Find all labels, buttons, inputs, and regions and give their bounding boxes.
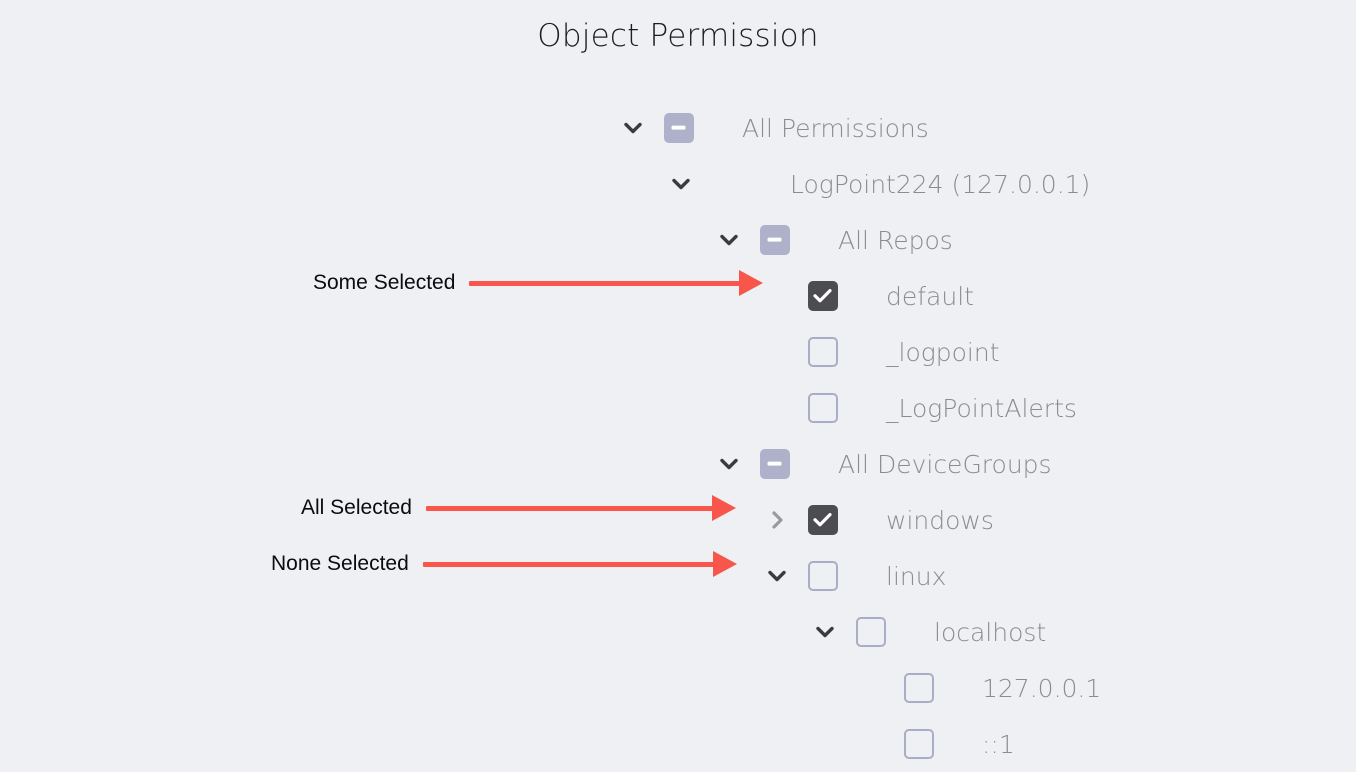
tree-row: _LogPointAlerts bbox=[0, 380, 1356, 436]
annotation-arrow-icon bbox=[422, 551, 737, 577]
checkbox-indeterminate-all-repos[interactable] bbox=[760, 225, 790, 255]
tree-row: All Repos bbox=[0, 212, 1356, 268]
arrow-head bbox=[711, 495, 736, 521]
tree-node-label: _LogPointAlerts bbox=[886, 393, 1077, 423]
annotation-label: None Selected bbox=[271, 552, 409, 575]
arrow-shaft bbox=[422, 561, 715, 567]
tree-node-logpoint224[interactable]: LogPoint224 (127.0.0.1) bbox=[664, 167, 1090, 201]
tree-node-ipv4[interactable]: 127.0.0.1 bbox=[856, 671, 1101, 705]
toggle-spacer bbox=[760, 335, 794, 369]
annotation-arrow-icon bbox=[425, 495, 736, 521]
tree-node-label: windows bbox=[886, 505, 994, 535]
arrow-shaft bbox=[425, 505, 714, 511]
tree-node-logpointalerts-repo[interactable]: _LogPointAlerts bbox=[760, 391, 1077, 425]
tree-row: default bbox=[0, 268, 1356, 324]
tree-row: linux bbox=[0, 548, 1356, 604]
checkbox-indeterminate-all-permissions[interactable] bbox=[664, 113, 694, 143]
tree-row: ::1 bbox=[0, 716, 1356, 772]
toggle-spacer bbox=[856, 671, 890, 705]
tree-node-label: All DeviceGroups bbox=[838, 449, 1052, 479]
tree-node-all-repos[interactable]: All Repos bbox=[712, 223, 953, 257]
tree-node-windows[interactable]: windows bbox=[760, 503, 994, 537]
checkbox-unchecked-logpoint-repo[interactable] bbox=[808, 337, 838, 367]
chevron-down-icon[interactable] bbox=[616, 111, 650, 145]
tree-node-all-permissions[interactable]: All Permissions bbox=[616, 111, 929, 145]
tree-node-ipv6[interactable]: ::1 bbox=[856, 727, 1015, 761]
page-title: Object Permission bbox=[537, 18, 819, 54]
tree-row: LogPoint224 (127.0.0.1) bbox=[0, 156, 1356, 212]
tree-node-label: All Repos bbox=[838, 225, 953, 255]
toggle-spacer bbox=[856, 727, 890, 761]
tree-node-label: linux bbox=[886, 561, 947, 591]
arrow-head bbox=[712, 551, 737, 577]
tree-row: All DeviceGroups bbox=[0, 436, 1356, 492]
tree-node-label: 127.0.0.1 bbox=[982, 673, 1102, 703]
tree-row: _logpoint bbox=[0, 324, 1356, 380]
checkbox-unchecked-localhost[interactable] bbox=[856, 617, 886, 647]
tree-node-logpoint-repo[interactable]: _logpoint bbox=[760, 335, 1000, 369]
chevron-down-icon[interactable] bbox=[712, 223, 746, 257]
tree-node-label: default bbox=[886, 281, 974, 311]
tree-row: windows bbox=[0, 492, 1356, 548]
tree-node-all-devicegroups[interactable]: All DeviceGroups bbox=[712, 447, 1052, 481]
checkbox-indeterminate-all-devicegroups[interactable] bbox=[760, 449, 790, 479]
chevron-down-icon[interactable] bbox=[664, 167, 698, 201]
toggle-spacer bbox=[760, 279, 794, 313]
checkbox-unchecked-ipv4[interactable] bbox=[904, 673, 934, 703]
chevron-down-icon[interactable] bbox=[712, 447, 746, 481]
tree-node-linux[interactable]: linux bbox=[760, 559, 946, 593]
annotation-none-selected: None Selected bbox=[271, 549, 737, 579]
annotation-arrow-icon bbox=[469, 270, 764, 296]
checkbox-unchecked-linux[interactable] bbox=[808, 561, 838, 591]
chevron-right-icon[interactable] bbox=[760, 503, 794, 537]
tree-node-label: localhost bbox=[934, 617, 1047, 647]
tree-node-label: All Permissions bbox=[742, 113, 929, 143]
annotation-label: Some Selected bbox=[313, 271, 456, 294]
tree-node-label: _logpoint bbox=[886, 337, 1000, 367]
checkbox-unchecked-logpointalerts-repo[interactable] bbox=[808, 393, 838, 423]
arrow-shaft bbox=[469, 280, 742, 286]
tree-node-label: LogPoint224 (127.0.0.1) bbox=[790, 169, 1091, 199]
annotation-all-selected: All Selected bbox=[301, 493, 736, 523]
chevron-down-icon[interactable] bbox=[808, 615, 842, 649]
tree-node-label: ::1 bbox=[982, 729, 1015, 759]
arrow-head bbox=[739, 270, 764, 296]
tree-row: 127.0.0.1 bbox=[0, 660, 1356, 716]
chevron-down-icon[interactable] bbox=[760, 559, 794, 593]
annotation-some-selected: Some Selected bbox=[313, 268, 764, 298]
tree-row: localhost bbox=[0, 604, 1356, 660]
annotation-label: All Selected bbox=[301, 496, 412, 519]
tree-node-default[interactable]: default bbox=[760, 279, 974, 313]
tree-row: All Permissions bbox=[0, 100, 1356, 156]
checkbox-checked-default[interactable] bbox=[808, 281, 838, 311]
checkbox-checked-windows[interactable] bbox=[808, 505, 838, 535]
checkbox-unchecked-ipv6[interactable] bbox=[904, 729, 934, 759]
toggle-spacer bbox=[760, 391, 794, 425]
tree-node-localhost[interactable]: localhost bbox=[808, 615, 1046, 649]
